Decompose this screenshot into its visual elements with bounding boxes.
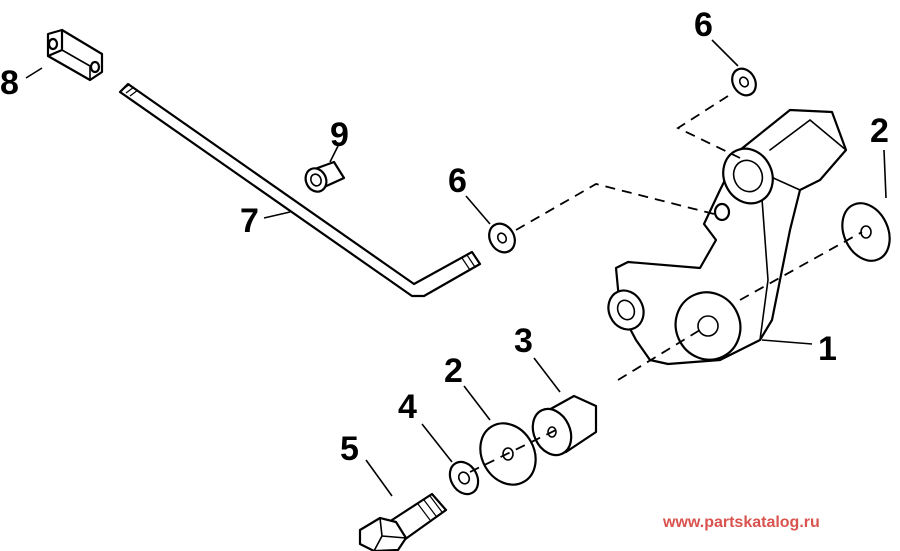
part-7-rod [118,82,482,298]
assembly-line-washer2-right [739,231,863,301]
callout-3: 3 [514,322,533,360]
leader-7 [263,211,291,219]
part-2-washer-right [841,202,891,262]
leader-1 [761,339,813,345]
part-4-lockwasher [448,460,480,496]
leader-8 [25,67,43,79]
callout-5: 5 [340,430,359,468]
callout-1: 1 [818,330,837,368]
leader-5 [365,459,393,497]
assembly-line-washer6-mid [515,183,715,231]
callout-2-right: 2 [870,112,889,150]
callout-8: 8 [0,64,19,102]
leader-2-right [883,149,887,199]
part-6-washer-top [731,67,757,97]
callout-4: 4 [398,388,417,426]
callout-6-top: 6 [694,6,713,44]
leader-4 [421,423,453,463]
part-3-spacer [531,394,598,457]
part-1-bracket [607,108,848,366]
leader-2-lower [463,385,491,421]
part-5-bolt [358,492,448,551]
assembly-line-washer6-top [676,95,741,159]
callout-9: 9 [330,116,349,154]
part-9-bushing [304,160,346,193]
leader-6-mid [465,195,491,225]
part-6-washer-mid [488,222,516,254]
part-8-clevis [46,28,104,82]
callout-7: 7 [240,202,259,240]
callout-2-lower: 2 [444,352,463,390]
leader-3 [533,357,561,393]
leader-9 [329,145,339,163]
leader-6-top [711,39,739,67]
watermark-text: www.partskatalog.ru [662,514,820,531]
callout-6-mid: 6 [448,162,467,200]
